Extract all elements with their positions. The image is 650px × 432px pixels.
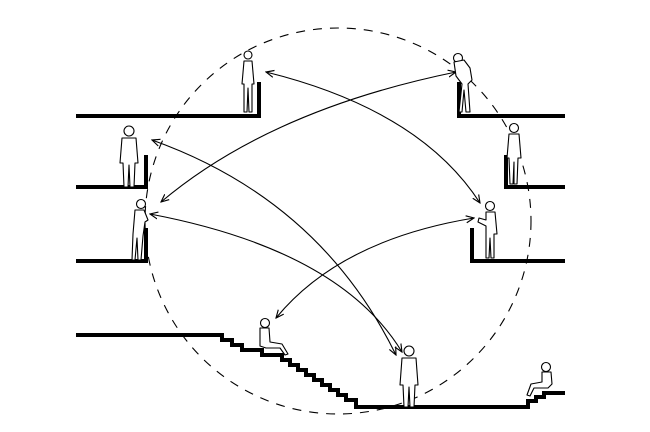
standing-person-icon: [119, 125, 139, 188]
people: [119, 50, 553, 408]
standing-person-icon: [506, 122, 522, 185]
right-balcony-middle: [504, 155, 565, 189]
seated-person-icon: [526, 361, 553, 397]
leaning-person-icon: [477, 200, 498, 259]
sight-lines: [150, 72, 480, 355]
left-balcony-middle: [76, 155, 148, 189]
ground-terrace: [76, 333, 565, 409]
left-balcony-top: [76, 82, 261, 118]
standing-person-icon: [399, 345, 419, 408]
arrow-right-lower-to-seat: [276, 218, 474, 318]
standing-person-icon: [241, 50, 255, 113]
arrow-top-left-to-right-lower: [266, 72, 480, 203]
arrow-top-right-to-left-lower: [161, 72, 456, 202]
right-balcony-top: [457, 82, 565, 118]
leaning-person-icon: [131, 198, 149, 261]
left-balcony-lower: [76, 228, 148, 263]
arrow-left-lower-to-ground: [150, 214, 402, 352]
sight-circle: [144, 27, 532, 415]
arrow-left-middle-to-ground: [152, 140, 396, 355]
seated-person-icon: [259, 317, 289, 356]
leaning-person-icon: [452, 52, 473, 113]
